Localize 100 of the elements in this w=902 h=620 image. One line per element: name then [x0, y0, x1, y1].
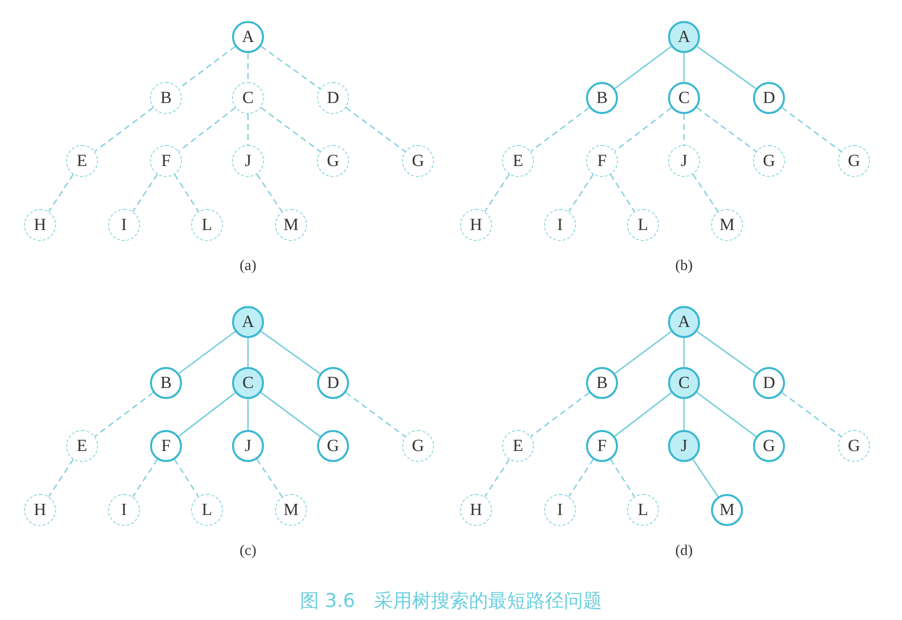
dashed-circle: G	[753, 145, 785, 177]
dashed-circle: M	[275, 209, 307, 241]
figure-caption: 图 3.6 采用树搜索的最短路径问题	[298, 589, 604, 614]
node-circle: D	[753, 367, 785, 399]
node-circle: G	[317, 430, 349, 462]
dashed-circle: I	[544, 209, 576, 241]
dashed-circle: H	[460, 494, 492, 526]
node-circle: F	[150, 430, 182, 462]
dashed-line	[568, 459, 594, 497]
filled-circle: C	[232, 367, 264, 399]
dashed-line	[614, 107, 672, 152]
dashed-circle: G	[838, 430, 870, 462]
connector-line	[260, 392, 321, 438]
panel-label: (c)	[240, 543, 256, 560]
dashed-line	[610, 174, 635, 212]
connector-line	[178, 392, 236, 437]
dashed-circle: I	[544, 494, 576, 526]
dashed-line	[530, 392, 590, 437]
dashed-circle: E	[502, 145, 534, 177]
dashed-line	[174, 459, 199, 497]
connector-line	[614, 392, 672, 437]
node-circle: F	[586, 430, 618, 462]
dashed-line	[260, 107, 321, 152]
dashed-circle: H	[460, 209, 492, 241]
filled-circle: A	[232, 306, 264, 338]
node-circle: B	[150, 367, 182, 399]
filled-circle: A	[668, 306, 700, 338]
connector-line	[614, 46, 672, 90]
dashed-line	[692, 174, 719, 212]
dashed-circle: I	[108, 494, 140, 526]
connector-line	[260, 330, 320, 374]
filled-circle: J	[668, 430, 700, 462]
dashed-line	[256, 458, 283, 498]
dashed-circle: J	[668, 145, 700, 177]
dashed-line	[781, 107, 842, 152]
connector-line	[614, 330, 672, 374]
dashed-circle: E	[66, 430, 98, 462]
node-circle: J	[232, 430, 264, 462]
dashed-circle: L	[627, 209, 659, 241]
panel-label: (a)	[240, 258, 256, 275]
dashed-line	[256, 174, 283, 212]
dashed-circle: G	[402, 145, 434, 177]
dashed-circle: F	[586, 145, 618, 177]
dashed-circle: L	[191, 494, 223, 526]
dashed-circle: E	[66, 145, 98, 177]
dashed-line	[94, 392, 154, 437]
dashed-line	[345, 392, 406, 437]
node-circle: M	[711, 494, 743, 526]
dashed-circle: G	[317, 145, 349, 177]
node-circle: A	[232, 21, 264, 53]
connector-line	[178, 330, 236, 374]
connector-line	[696, 330, 756, 374]
node-circle: C	[668, 82, 700, 114]
dashed-circle: C	[232, 82, 264, 114]
panel-label: (d)	[675, 543, 693, 560]
dashed-circle: I	[108, 209, 140, 241]
dashed-circle: G	[402, 430, 434, 462]
dashed-line	[178, 107, 236, 152]
dashed-circle: M	[711, 209, 743, 241]
dashed-circle: B	[150, 82, 182, 114]
dashed-circle: D	[317, 82, 349, 114]
dashed-line	[610, 459, 635, 497]
dashed-circle: G	[838, 145, 870, 177]
connector-line	[696, 46, 756, 90]
dashed-circle: E	[502, 430, 534, 462]
dashed-circle: H	[24, 209, 56, 241]
connector-line	[683, 53, 685, 82]
dashed-line	[345, 107, 406, 152]
filled-circle: C	[668, 367, 700, 399]
dashed-line	[174, 174, 199, 212]
node-circle: D	[753, 82, 785, 114]
dashed-circle: M	[275, 494, 307, 526]
connector-line	[683, 399, 685, 430]
dashed-line	[94, 107, 154, 152]
dashed-line	[247, 114, 249, 145]
dashed-line	[48, 459, 74, 497]
dashed-line	[247, 53, 249, 82]
node-circle: G	[753, 430, 785, 462]
node-circle: D	[317, 367, 349, 399]
filled-circle: A	[668, 21, 700, 53]
node-circle: B	[586, 367, 618, 399]
dashed-line	[48, 174, 74, 212]
connector-line	[683, 338, 685, 367]
connector-line	[692, 458, 719, 498]
dashed-line	[696, 107, 757, 152]
dashed-line	[683, 114, 685, 145]
connector-line	[696, 392, 757, 438]
dashed-line	[484, 174, 510, 212]
dashed-circle: J	[232, 145, 264, 177]
dashed-line	[132, 174, 158, 212]
dashed-line	[132, 459, 158, 497]
dashed-line	[781, 392, 842, 437]
panel-label: (b)	[675, 258, 693, 275]
dashed-line	[568, 174, 594, 212]
connector-line	[247, 399, 249, 430]
dashed-circle: L	[627, 494, 659, 526]
dashed-circle: F	[150, 145, 182, 177]
connector-line	[247, 338, 249, 367]
dashed-circle: H	[24, 494, 56, 526]
dashed-line	[530, 107, 590, 152]
